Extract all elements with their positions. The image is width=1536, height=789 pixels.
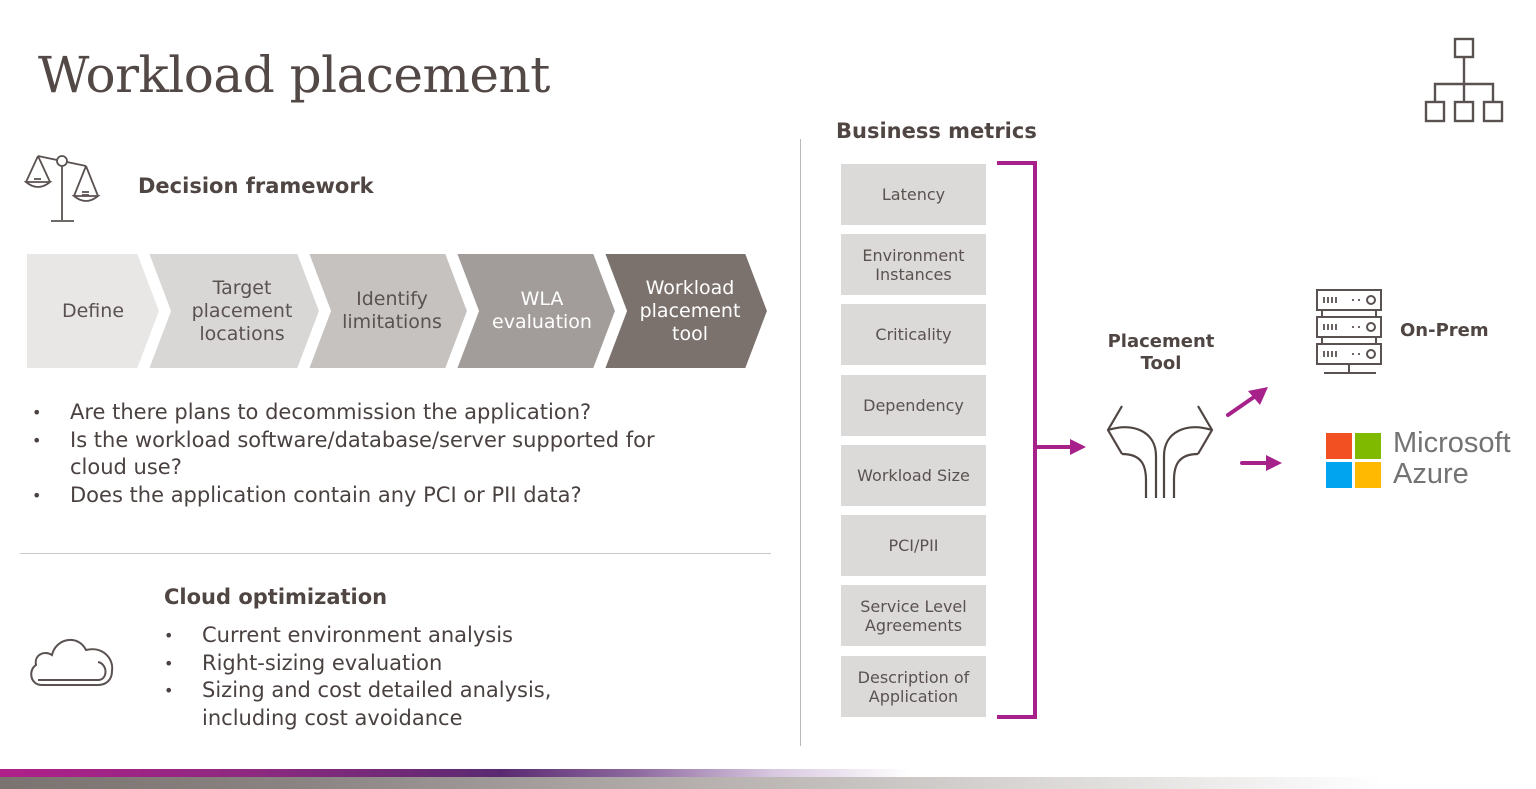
cloud-optimization-title: Cloud optimization (164, 585, 388, 609)
azure-line1: Microsoft (1393, 427, 1511, 459)
fork-road-icon (1106, 405, 1214, 498)
step-identify-limitations: Identify limitations (342, 288, 442, 333)
ms-logo-green (1355, 433, 1381, 459)
org-chart-icon (1424, 37, 1504, 123)
metric-criticality: Criticality (841, 304, 986, 365)
ms-logo-yellow (1355, 462, 1381, 488)
chevron-step-shape (146, 253, 322, 369)
step-define: Define (61, 299, 125, 322)
optimization-item: Current environment analysis (160, 622, 600, 650)
optimization-item: Sizing and cost detailed analysis, inclu… (160, 677, 600, 732)
azure-line2: Azure (1393, 458, 1469, 490)
step-wla-evaluation: WLA evaluation (492, 288, 592, 333)
footer-accent-stripe (0, 769, 910, 777)
chevron-step-shape (602, 253, 770, 369)
cloud-optimization-list: Current environment analysis Right-sizin… (160, 622, 600, 732)
placement-tool-label: Placement Tool (1107, 331, 1215, 374)
cloud-icon (30, 639, 114, 686)
azure-wordmark: Microsoft Azure (1393, 428, 1511, 490)
optimization-item: Right-sizing evaluation (160, 650, 600, 678)
slide-title: Workload placement (38, 46, 550, 104)
scales-icon (24, 155, 101, 222)
chevron-step-shape (306, 253, 470, 369)
metric-pci-pii: PCI/PII (841, 515, 986, 576)
arrow-up-head (1248, 387, 1268, 405)
decision-framework-title: Decision framework (138, 174, 374, 198)
server-rack-icon (1316, 289, 1382, 374)
step-workload-placement-tool: Workload placement tool (639, 276, 741, 345)
metric-workload-size: Workload Size (841, 445, 986, 506)
metric-environment-instances: Environment Instances (841, 234, 986, 295)
metric-service-level-agreements: Service Level Agreements (841, 585, 986, 646)
connector-graphics (997, 161, 1282, 719)
question-item: Does the application contain any PCI or … (28, 482, 748, 510)
footer-gray-stripe (0, 777, 1536, 789)
ms-logo-blue (1326, 462, 1352, 488)
chevron-step-shape (454, 253, 618, 369)
metric-description-of-application: Description of Application (841, 656, 986, 717)
arrow-right-head (1266, 455, 1282, 471)
question-item: Is the workload software/database/server… (28, 427, 748, 482)
on-prem-label: On-Prem (1400, 320, 1489, 341)
metric-dependency: Dependency (841, 375, 986, 436)
decision-questions: Are there plans to decommission the appl… (28, 399, 748, 509)
step-target-placement-locations: Target placement locations (191, 276, 293, 345)
chevron-step-shape (26, 253, 162, 369)
metrics-bracket (997, 161, 1037, 719)
metric-latency: Latency (841, 164, 986, 225)
business-metrics-title: Business metrics (836, 119, 1037, 143)
question-item: Are there plans to decommission the appl… (28, 399, 748, 427)
ms-logo-red (1326, 433, 1352, 459)
process-chevrons: Define Target placement locations Identi… (26, 253, 771, 369)
section-divider (20, 553, 771, 554)
bracket-arrow-head (1070, 439, 1086, 455)
vertical-divider (800, 139, 801, 746)
microsoft-logo-icon (1326, 433, 1382, 489)
chevron-shapes (26, 253, 770, 369)
arrow-up-line (1226, 395, 1256, 417)
